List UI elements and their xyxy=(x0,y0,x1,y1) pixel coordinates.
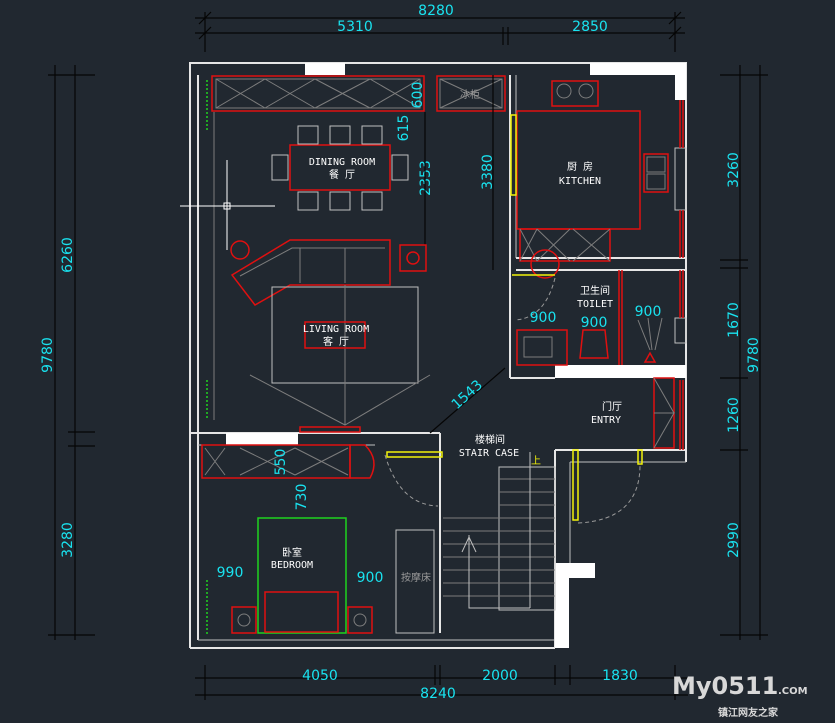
dim-kitchen-depth: 3380 xyxy=(480,154,496,190)
watermark-brand: My0511 xyxy=(672,672,778,700)
dim-bedroom-right: 900 xyxy=(357,570,384,586)
dim-bottom-total: 8240 xyxy=(420,686,456,702)
cabinet-row-top xyxy=(211,75,506,112)
dim-top-total: 8280 xyxy=(418,3,454,19)
dim-dining-to-sofa: 2353 xyxy=(418,160,434,196)
dining-table xyxy=(271,125,409,211)
kitchen-fixtures xyxy=(516,80,669,279)
dining-room-label-cn: 餐 厅 xyxy=(329,168,355,181)
walls xyxy=(189,62,687,649)
dim-toilet-inner: 900 xyxy=(581,315,608,331)
dim-bedroom-wardrobe: 550 xyxy=(273,449,289,476)
dimension-lines-bottom xyxy=(195,665,688,700)
living-room-label-en: LIVING ROOM xyxy=(303,324,369,335)
dim-left-upper: 6260 xyxy=(60,237,76,273)
bedroom-label-cn: 卧室 xyxy=(282,546,302,559)
dim-right-4: 2990 xyxy=(726,522,742,558)
dimension-lines-top xyxy=(195,11,685,52)
dim-top-right: 2850 xyxy=(572,19,608,35)
watermark-domain: .COM xyxy=(778,686,808,697)
toilet-label-en: TOILET xyxy=(577,299,613,310)
freezer-label: 冰柜 xyxy=(460,88,480,101)
dim-toilet-door: 900 xyxy=(530,310,557,326)
entry-label-en: ENTRY xyxy=(591,415,621,426)
stair-up-label: 上 xyxy=(531,455,541,467)
bedroom-label-en: BEDROOM xyxy=(271,560,313,571)
toilet-label-cn: 卫生间 xyxy=(580,284,610,297)
dim-cabinet-depth: 600 xyxy=(410,82,426,109)
windows xyxy=(206,80,684,635)
massage-bed-label: 按摩床 xyxy=(401,571,431,584)
dim-dining-gap: 615 xyxy=(396,115,412,142)
living-room-label-cn: 客 厅 xyxy=(323,335,349,348)
entry-fixtures xyxy=(572,377,675,524)
toilet-fixtures xyxy=(512,270,663,366)
stair-label-cn: 楼梯间 xyxy=(475,433,505,446)
dim-bottom-left: 4050 xyxy=(302,668,338,684)
kitchen-sliding-door xyxy=(510,114,517,196)
dim-right-2: 1670 xyxy=(726,302,742,338)
staircase xyxy=(384,451,556,611)
sofa xyxy=(230,239,431,426)
dining-room-label-en: DINING ROOM xyxy=(309,157,375,168)
stair-label-en: STAIR CASE xyxy=(459,448,519,459)
dim-left-lower: 3280 xyxy=(60,522,76,558)
bedroom-fixtures xyxy=(201,444,435,634)
dim-right-total: 9780 xyxy=(746,337,762,373)
entry-label-cn: 门厅 xyxy=(602,400,622,413)
dim-bedroom-left: 990 xyxy=(217,565,244,581)
dimension-lines-left xyxy=(48,65,95,640)
dim-right-1: 3260 xyxy=(726,152,742,188)
crosshair-cursor xyxy=(180,160,275,250)
kitchen-label-en: KITCHEN xyxy=(559,176,601,187)
dim-bottom-mid: 2000 xyxy=(482,668,518,684)
watermark-logo: My0511 .COM 镇江网友之家 xyxy=(672,672,808,719)
dim-bedroom-gap: 730 xyxy=(294,484,310,511)
dim-bottom-right: 1830 xyxy=(602,668,638,684)
watermark-tagline: 镇江网友之家 xyxy=(718,706,779,719)
dimension-lines-right xyxy=(720,65,768,640)
dim-right-3: 1260 xyxy=(726,397,742,433)
dim-left-total: 9780 xyxy=(40,337,56,373)
dim-toilet-right: 900 xyxy=(635,304,662,320)
dim-diagonal: 1543 xyxy=(449,377,486,413)
kitchen-label-cn: 厨 房 xyxy=(567,160,593,173)
dim-top-left: 5310 xyxy=(337,19,373,35)
